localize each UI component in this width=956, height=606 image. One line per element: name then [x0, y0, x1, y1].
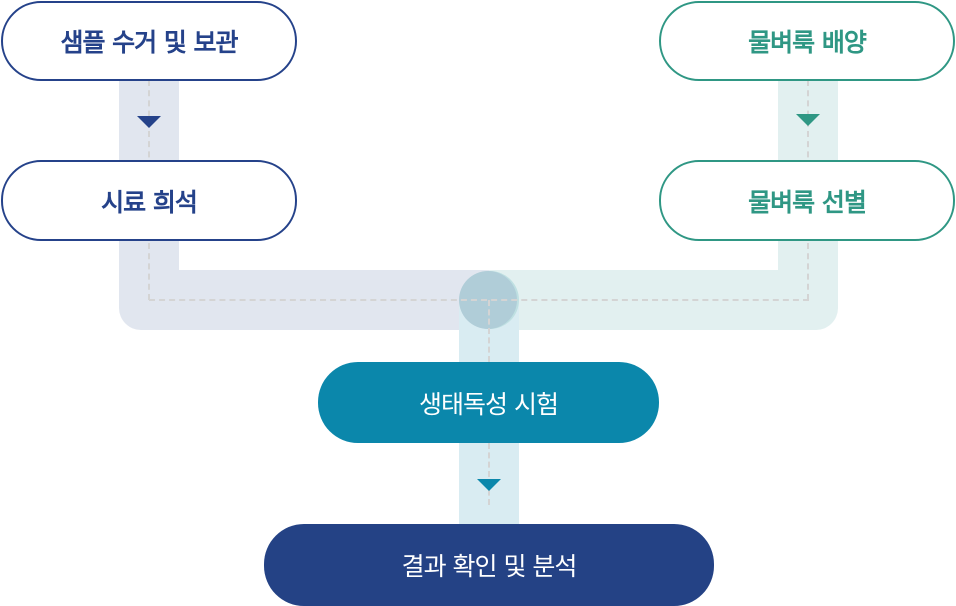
- step-label: 결과 확인 및 분석: [401, 552, 578, 581]
- step-result-analysis: 결과 확인 및 분석: [264, 524, 714, 606]
- step-label: 시료 희석: [101, 187, 198, 217]
- arrow-down-icon: [477, 479, 501, 491]
- step-daphnia-selection: 물벼룩 선별: [659, 160, 955, 241]
- step-ecotoxicity-test: 생태독성 시험: [318, 362, 659, 443]
- step-daphnia-culture: 물벼룩 배양: [659, 1, 955, 81]
- step-sample-dilution: 시료 희석: [1, 160, 297, 241]
- step-sample-collection: 샘플 수거 및 보관: [1, 1, 297, 81]
- center-dashed-line-lower: [488, 443, 490, 505]
- horizontal-dashed-line: [149, 299, 809, 301]
- step-label: 물벼룩 배양: [748, 28, 867, 57]
- center-dashed-line-upper: [488, 300, 490, 362]
- arrow-down-icon: [137, 116, 161, 128]
- arrow-down-icon: [796, 114, 820, 126]
- step-label: 물벼룩 선별: [748, 187, 867, 217]
- step-label: 샘플 수거 및 보관: [60, 28, 238, 57]
- step-label: 생태독성 시험: [419, 389, 559, 419]
